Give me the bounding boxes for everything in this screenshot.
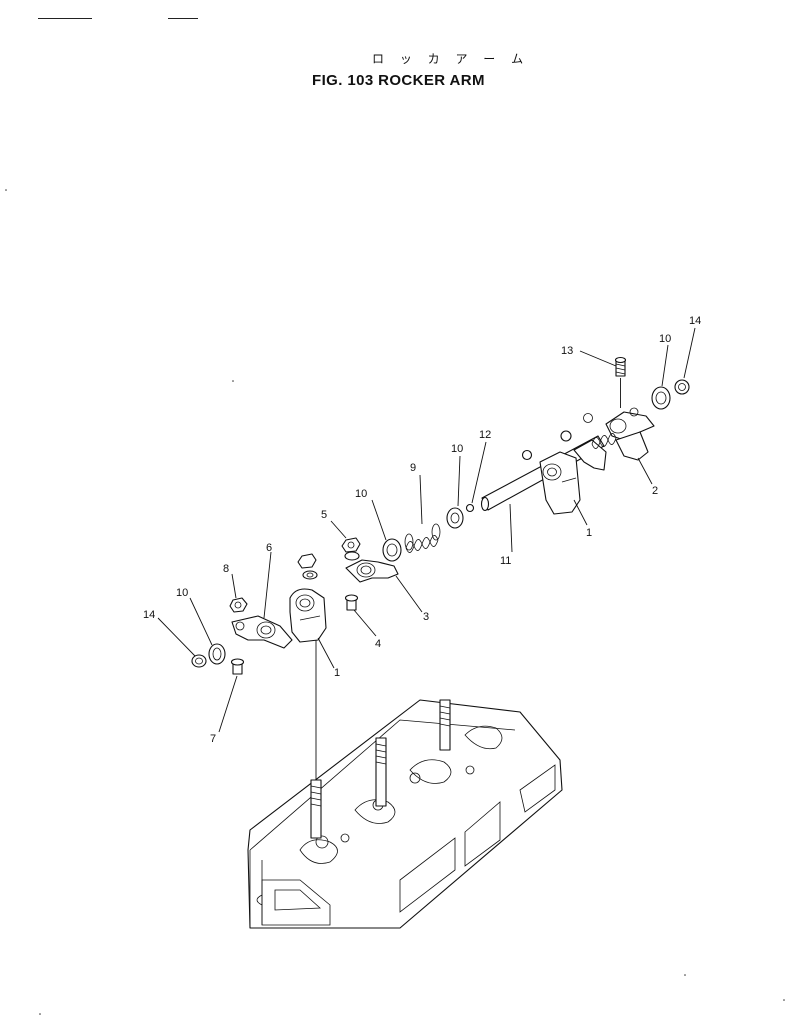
callout-4: 4 xyxy=(375,638,381,650)
part-9-spring xyxy=(404,523,441,553)
part-14-retaining-ring-right xyxy=(674,379,690,395)
shaft-spring-right xyxy=(591,433,617,449)
part-7-adjusting-screw xyxy=(230,658,245,675)
callout-13: 13 xyxy=(561,345,573,357)
cylinder-head-studs xyxy=(310,699,451,839)
callout-10-left: 10 xyxy=(176,587,188,599)
part-4-adjusting-screw xyxy=(344,594,359,611)
callout-7: 7 xyxy=(210,733,216,745)
part-10-washer-middle xyxy=(382,538,402,562)
header-rule-left xyxy=(38,18,92,19)
callout-14-right: 14 xyxy=(689,315,701,327)
callout-14-left: 14 xyxy=(143,609,155,621)
part-1-rocker-bracket-left xyxy=(289,588,327,643)
callout-8: 8 xyxy=(223,563,229,575)
callout-5: 5 xyxy=(321,509,327,521)
callout-6: 6 xyxy=(266,542,272,554)
part-8-nut xyxy=(229,597,248,613)
callout-11: 11 xyxy=(500,555,511,567)
callout-1-right: 1 xyxy=(586,527,592,539)
part-12-plug xyxy=(465,503,475,513)
callout-labels: 14 10 13 12 10 2 9 1 10 11 5 6 3 8 10 4 … xyxy=(143,315,701,745)
callout-12: 12 xyxy=(479,429,491,441)
part-10-washer-spring xyxy=(446,507,464,529)
callout-1-left: 1 xyxy=(334,667,340,679)
figure-title: FIG. 103 ROCKER ARM xyxy=(312,72,485,89)
part-3-rocker-arm xyxy=(345,559,399,583)
part-10-washer-left xyxy=(208,643,226,665)
bracket-nut xyxy=(297,553,318,580)
callout-3: 3 xyxy=(423,611,429,623)
part-6-rocker-arm xyxy=(231,615,293,649)
scan-specks xyxy=(5,189,785,1015)
part-10-washer-right xyxy=(651,386,671,410)
callout-2: 2 xyxy=(652,485,658,497)
header-rule-right xyxy=(168,18,198,19)
part-14-retaining-ring-left xyxy=(191,654,207,668)
part-1-rocker-bracket-right xyxy=(521,430,581,515)
part-2-rocker-arm xyxy=(573,407,655,471)
part-5-nut xyxy=(341,537,361,561)
callout-10-spring: 10 xyxy=(451,443,463,455)
callout-10-middle: 10 xyxy=(355,488,367,500)
cylinder-head xyxy=(247,699,563,929)
callout-9: 9 xyxy=(410,462,416,474)
part-13-set-bolt xyxy=(614,356,627,408)
callout-10-right: 10 xyxy=(659,333,671,345)
figure-title-japanese: ロ ッ カ ア ー ム xyxy=(372,52,530,66)
leader-lines xyxy=(157,327,696,780)
